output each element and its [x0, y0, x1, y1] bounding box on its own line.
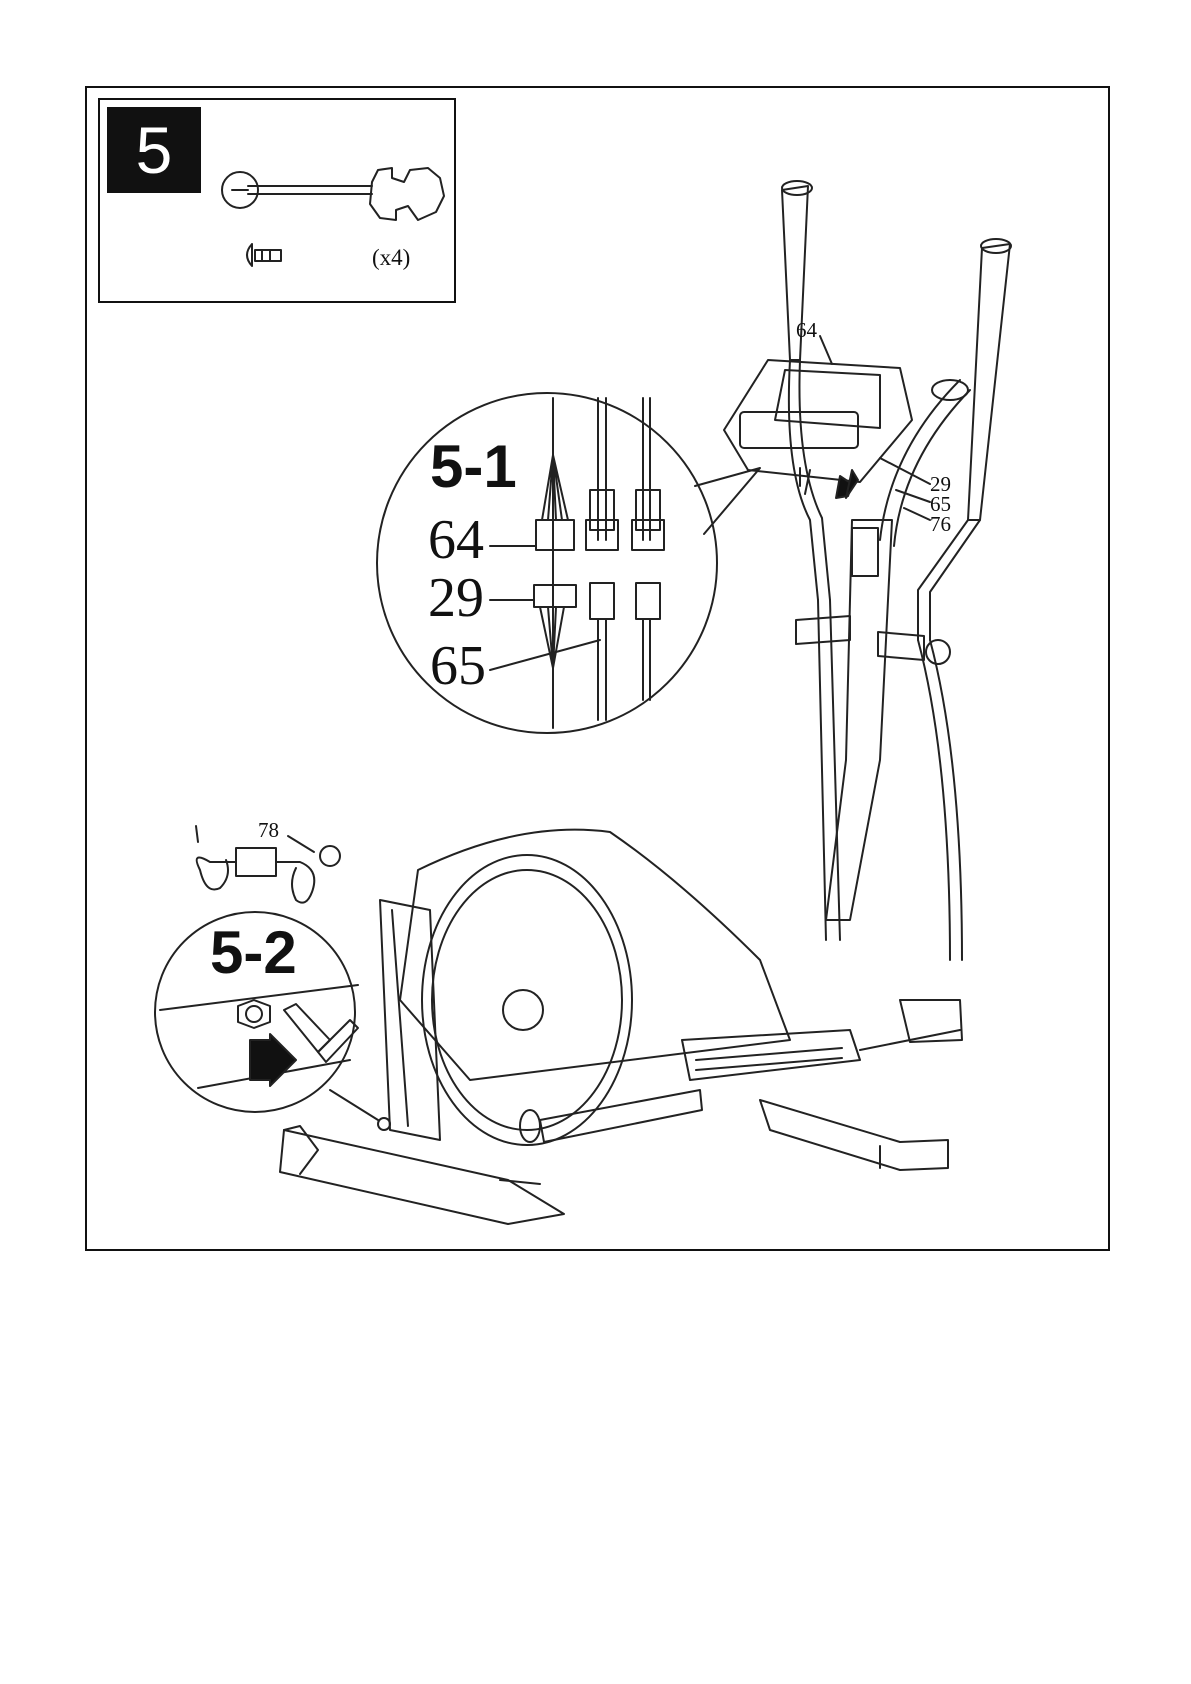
front-stabilizer	[280, 1126, 564, 1224]
mast	[796, 520, 962, 960]
detail-5-1-label-65: 65	[430, 634, 486, 698]
right-handlebar	[880, 239, 1011, 640]
rear-stabilizer	[760, 1100, 948, 1170]
wrench-icon	[222, 168, 444, 220]
adapter-label: 78	[258, 818, 279, 843]
left-handlebar	[782, 181, 830, 600]
detail-5-1-label-29: 29	[428, 566, 484, 630]
detail-5-2-title: 5-2	[210, 918, 297, 987]
detail-5-1-title: 5-1	[430, 432, 517, 501]
screw-icon	[247, 244, 281, 266]
console	[724, 360, 912, 494]
nut-label: 76	[930, 512, 951, 537]
flywheel-housing	[378, 830, 790, 1145]
console-label: 64	[796, 318, 817, 343]
detail-5-1-label-64: 64	[428, 508, 484, 572]
